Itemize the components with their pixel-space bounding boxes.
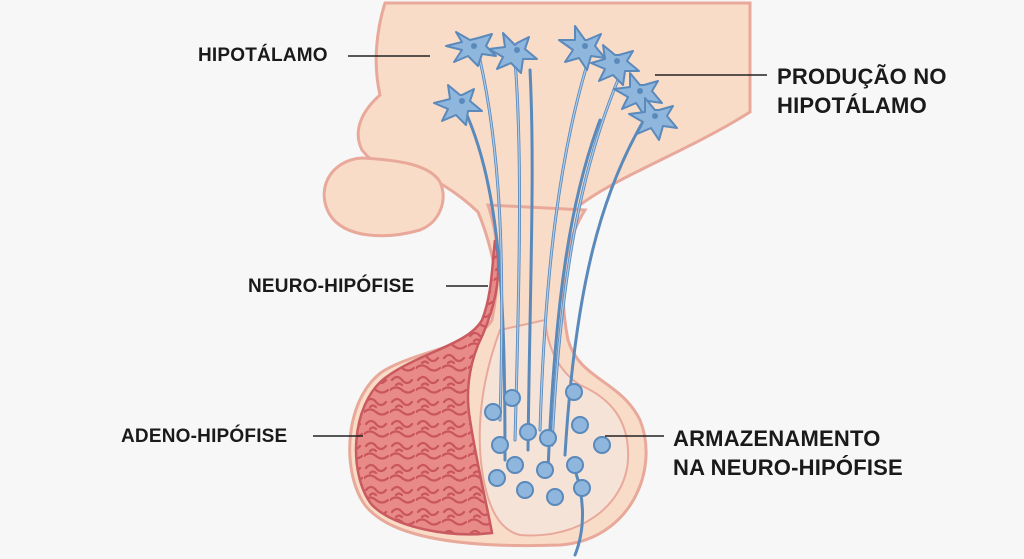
axon-terminal-icon xyxy=(484,383,611,506)
label-armazenamento-line2: NA NEURO-HIPÓFISE xyxy=(673,455,903,480)
optic-chiasm xyxy=(322,156,445,238)
label-neuro-hipofise: NEURO-HIPÓFISE xyxy=(248,276,415,297)
neuron-cell-icon xyxy=(433,25,678,141)
label-producao: PRODUÇÃO NO HIPOTÁLAMO xyxy=(777,62,947,120)
label-producao-line2: HIPOTÁLAMO xyxy=(777,93,927,118)
label-hipotalamo: HIPOTÁLAMO xyxy=(198,45,328,66)
anterior-lobe xyxy=(354,239,500,536)
label-armazenamento: ARMAZENAMENTO NA NEURO-HIPÓFISE xyxy=(673,424,903,482)
label-producao-line1: PRODUÇÃO NO xyxy=(777,64,947,89)
hypothalamus-tissue xyxy=(356,1,752,302)
leader-lines xyxy=(313,55,767,437)
label-adeno-hipofise: ADENO-HIPÓFISE xyxy=(121,426,288,447)
label-armazenamento-line1: ARMAZENAMENTO xyxy=(673,426,881,451)
